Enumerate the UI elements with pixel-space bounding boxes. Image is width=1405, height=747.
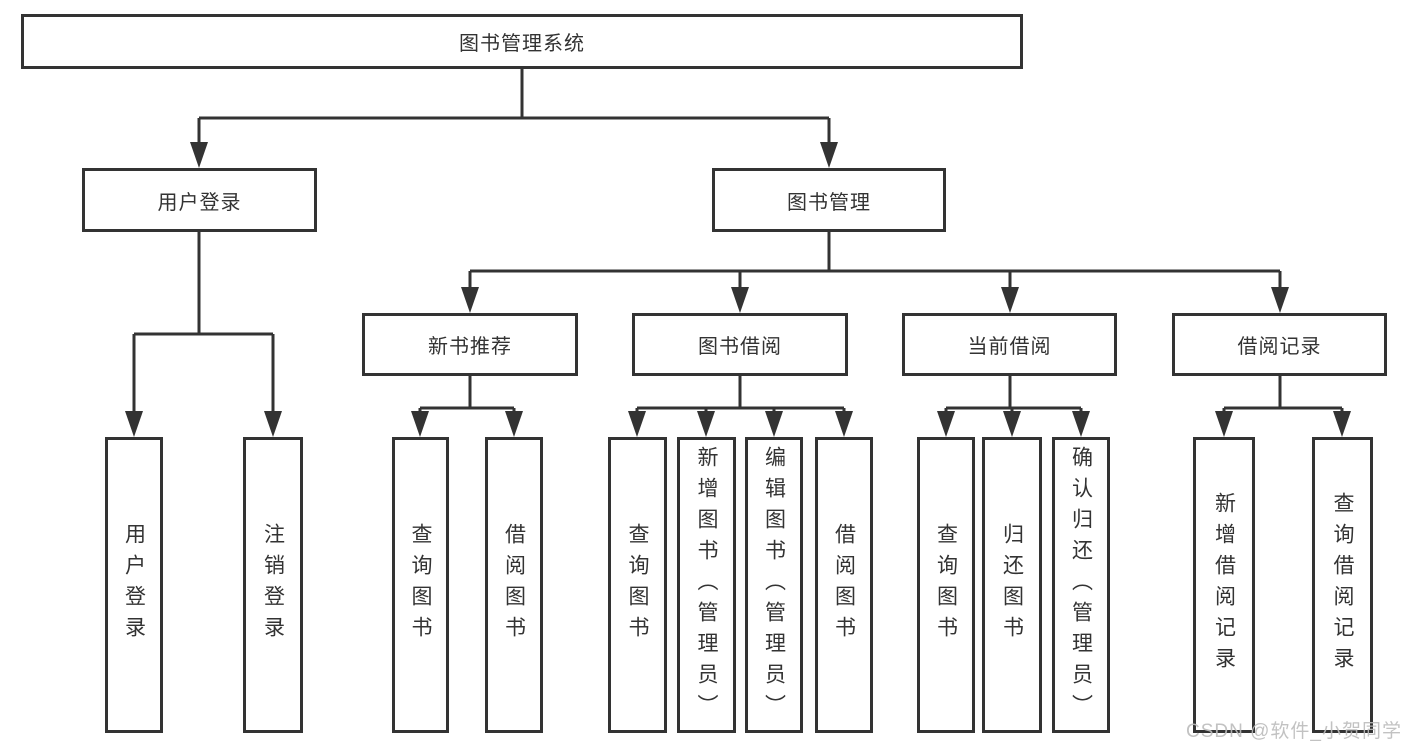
- edges-book-management-children: [461, 232, 1289, 313]
- leaf-confirm-return-admin: 确认归还（管理员）: [1052, 437, 1110, 733]
- leaf-label: 借阅图书: [502, 523, 526, 647]
- leaf-query-borrow-record: 查询借阅记录: [1312, 437, 1373, 733]
- leaf-label: 编辑图书（管理员）: [762, 445, 786, 725]
- arrowhead-icon: [411, 411, 429, 437]
- edge-path: [197, 69, 831, 145]
- node-borrow-records: 借阅记录: [1172, 313, 1387, 376]
- leaf-label: 查询图书: [934, 523, 958, 647]
- node-label: 新书推荐: [428, 336, 512, 358]
- leaf-user-login: 用户登录: [105, 437, 163, 733]
- arrowhead-icon: [628, 411, 646, 437]
- edge-path: [944, 376, 1083, 414]
- leaf-return-books: 归还图书: [982, 437, 1042, 733]
- node-label: 图书管理系统: [459, 33, 585, 55]
- leaf-query-books-2: 查询图书: [608, 437, 667, 733]
- node-label: 当前借阅: [967, 336, 1052, 358]
- node-current-borrowing: 当前借阅: [902, 313, 1117, 376]
- node-book-management-branch: 图书管理: [712, 168, 946, 232]
- node-label: 借阅记录: [1237, 336, 1322, 358]
- arrowhead-icon: [835, 411, 853, 437]
- edges-root-to-level2: [190, 69, 838, 168]
- arrowhead-icon: [1333, 411, 1351, 437]
- leaf-edit-books-admin: 编辑图书（管理员）: [745, 437, 803, 733]
- leaf-label: 归还图书: [1000, 523, 1024, 647]
- edges-user-login-children: [125, 232, 282, 437]
- leaf-label: 注销登录: [261, 523, 285, 647]
- edges-current-borrow-children: [937, 376, 1090, 437]
- node-book-management-system: 图书管理系统: [21, 14, 1023, 69]
- edges-new-book-children: [411, 376, 523, 437]
- node-label: 用户登录: [157, 191, 242, 214]
- arrowhead-icon: [125, 411, 143, 437]
- edge-path: [1222, 376, 1344, 414]
- edges-book-borrow-children: [628, 376, 853, 437]
- edges-borrow-records-children: [1215, 376, 1351, 437]
- arrowhead-icon: [461, 287, 479, 313]
- arrowhead-icon: [1215, 411, 1233, 437]
- arrowhead-icon: [697, 411, 715, 437]
- leaf-borrow-books-1: 借阅图书: [485, 437, 543, 733]
- node-label: 图书借阅: [698, 336, 782, 358]
- node-new-book-recommend: 新书推荐: [362, 313, 578, 376]
- arrowhead-icon: [731, 287, 749, 313]
- leaf-label: 确认归还（管理员）: [1069, 445, 1093, 725]
- leaf-label: 新增借阅记录: [1212, 492, 1236, 678]
- arrowhead-icon: [1003, 411, 1021, 437]
- node-label: 图书管理: [787, 191, 871, 214]
- arrowhead-icon: [820, 142, 838, 168]
- arrowhead-icon: [1271, 287, 1289, 313]
- leaf-logout: 注销登录: [243, 437, 303, 733]
- arrowhead-icon: [937, 411, 955, 437]
- edge-path: [418, 376, 516, 414]
- leaf-add-borrow-record: 新增借阅记录: [1193, 437, 1255, 733]
- edge-path: [468, 232, 1282, 290]
- arrowhead-icon: [264, 411, 282, 437]
- leaf-label: 查询图书: [626, 523, 649, 647]
- node-book-borrowing: 图书借阅: [632, 313, 848, 376]
- arrowhead-icon: [505, 411, 523, 437]
- leaf-label: 用户登录: [122, 523, 146, 647]
- edge-path: [132, 232, 275, 414]
- leaf-label: 新增图书（管理员）: [695, 445, 718, 725]
- leaf-add-books-admin: 新增图书（管理员）: [677, 437, 736, 733]
- arrowhead-icon: [1001, 287, 1019, 313]
- leaf-label: 查询借阅记录: [1331, 492, 1354, 678]
- arrowhead-icon: [765, 411, 783, 437]
- node-user-login-branch: 用户登录: [82, 168, 317, 232]
- arrowhead-icon: [190, 142, 208, 168]
- leaf-query-books-1: 查询图书: [392, 437, 449, 733]
- edge-path: [635, 376, 846, 414]
- arrowhead-icon: [1072, 411, 1090, 437]
- leaf-label: 查询图书: [409, 523, 432, 647]
- leaf-query-books-3: 查询图书: [917, 437, 975, 733]
- leaf-label: 借阅图书: [832, 523, 856, 647]
- csdn-watermark: CSDN @软件_小贺同学: [1186, 721, 1402, 742]
- leaf-borrow-books-2: 借阅图书: [815, 437, 873, 733]
